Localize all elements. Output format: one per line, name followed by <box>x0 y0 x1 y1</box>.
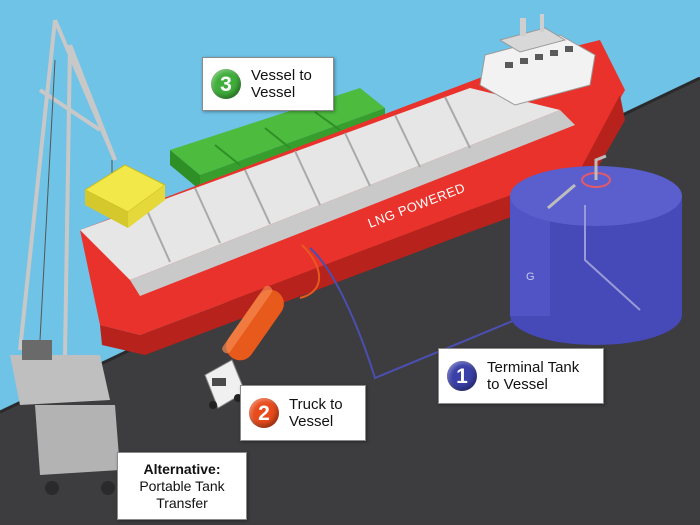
step-1-badge: 1 <box>447 361 477 391</box>
step-3-badge: 3 <box>211 69 241 99</box>
tank-text: G <box>526 271 535 283</box>
label-terminal-tank-to-vessel: 1 Terminal Tank to Vessel <box>438 348 604 404</box>
terminal-tank-text: Terminal Tank to Vessel <box>487 359 580 393</box>
label-vessel-to-vessel: 3 Vessel to Vessel <box>202 57 334 111</box>
portable-tank-crane <box>10 19 166 495</box>
lng-ship: LNG POWERED <box>80 14 625 355</box>
label-alternative-portable-tank: Alternative: Portable Tank Transfer <box>117 452 247 520</box>
step-2-badge: 2 <box>249 398 279 428</box>
alternative-heading: Alternative: <box>143 460 221 477</box>
fuel-lines <box>299 244 516 380</box>
lng-storage-tank: G <box>510 154 682 345</box>
alternative-text: Portable Tank Transfer <box>139 477 225 511</box>
truck-to-vessel-text: Truck to Vessel <box>289 396 343 430</box>
label-truck-to-vessel: 2 Truck to Vessel <box>240 385 366 441</box>
vessel-to-vessel-text: Vessel to Vessel <box>251 67 312 101</box>
